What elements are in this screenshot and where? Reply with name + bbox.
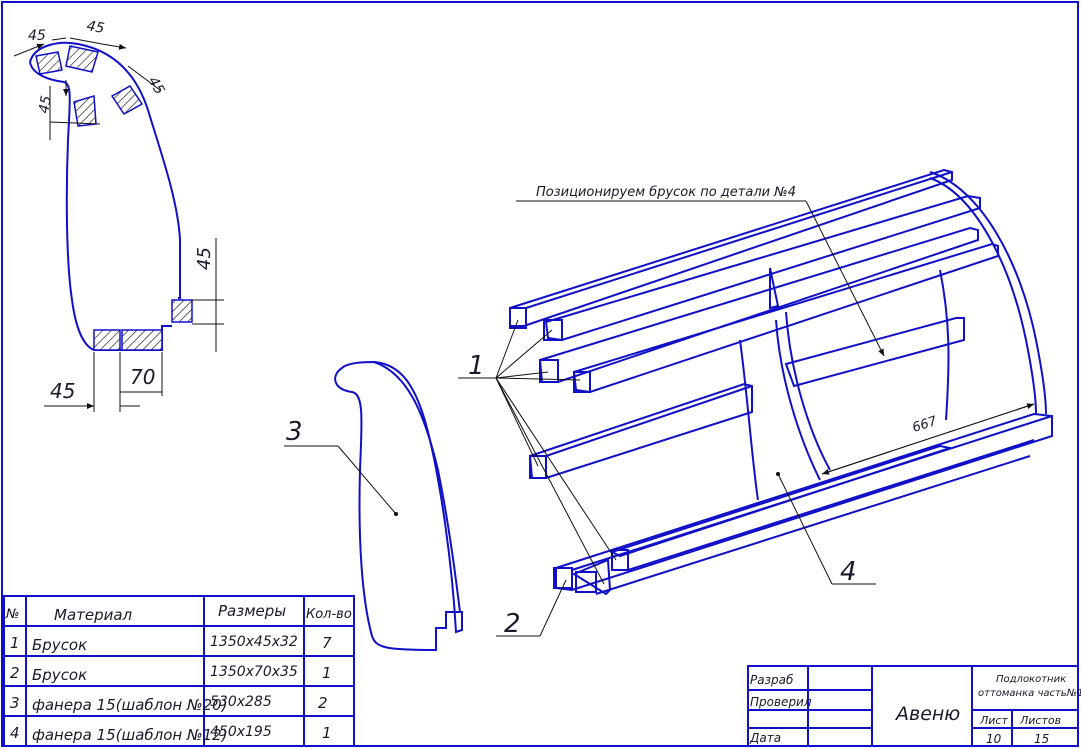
bom-row-2-qty: 1 xyxy=(322,664,332,682)
label-part-1: 1 xyxy=(468,351,485,381)
bom-row-3-qty: 2 xyxy=(318,694,328,712)
dim-45-right: 45 xyxy=(145,74,168,98)
title-sheet-value: 10 xyxy=(986,732,1002,746)
label-part-2: 2 xyxy=(504,609,521,639)
profile-section: 45 45 45 45 45 70 45 xyxy=(13,18,224,412)
profile-bar-7 xyxy=(121,329,163,351)
dim-45-top-left: 45 xyxy=(28,28,46,44)
bom-row-4-size: 450х195 xyxy=(210,724,272,740)
title-sheets-label: Листов xyxy=(1019,714,1061,727)
bom-row-3-num: 3 xyxy=(10,694,20,712)
dim-45-left: 45 xyxy=(36,94,55,114)
label-part-3: 3 xyxy=(286,417,303,447)
title-company: Авеню xyxy=(894,703,960,725)
bom-header-material: Материал xyxy=(54,606,133,624)
bom-row-1-size: 1350х45х32 xyxy=(210,634,298,650)
part-3-template xyxy=(284,360,463,652)
bom-row-2-size: 1350х70х35 xyxy=(210,664,298,680)
bom-row-2-num: 2 xyxy=(10,664,20,682)
title-checked-label: Проверил xyxy=(750,695,812,709)
bom-row-3-material: фанера 15(шаблон №20) xyxy=(32,696,228,714)
dim-70: 70 xyxy=(130,365,155,389)
bom-row-3-size: 530х285 xyxy=(210,694,272,710)
bom-header-size: Размеры xyxy=(218,602,286,620)
bom-row-1-num: 1 xyxy=(10,634,20,652)
bom-row-4-num: 4 xyxy=(10,724,20,742)
bom-row-2-material: Брусок xyxy=(32,666,87,684)
title-line-1: Подлокотник xyxy=(996,674,1066,685)
bom-row-1-qty: 7 xyxy=(322,634,332,652)
title-sheets-value: 15 xyxy=(1034,732,1049,746)
dim-45-vertical: 45 xyxy=(194,247,215,270)
bom-header-num: № xyxy=(5,607,20,622)
title-date-label: Дата xyxy=(749,731,781,745)
title-block xyxy=(747,665,1079,747)
profile-dimensions xyxy=(13,37,224,412)
bom-row-4-qty: 1 xyxy=(322,724,332,742)
dim-45-top-mid: 45 xyxy=(85,18,105,37)
profile-bar-6 xyxy=(93,329,121,351)
profile-bar-1 xyxy=(35,51,63,75)
bom-row-1-material: Брусок xyxy=(32,636,87,654)
title-sheet-label: Лист xyxy=(979,714,1008,727)
profile-bar-2 xyxy=(65,45,99,73)
bom-table xyxy=(3,595,355,747)
bom-row-4-material: фанера 15(шаблон №12) xyxy=(32,726,228,744)
callout-note: Позиционируем брусок по детали №4 xyxy=(536,185,796,200)
assembly-view xyxy=(458,168,1053,637)
profile-bar-5 xyxy=(171,299,193,323)
label-part-4: 4 xyxy=(840,557,857,587)
title-line-2: оттоманка часть№1 xyxy=(978,688,1081,699)
dimension-667: 667 xyxy=(911,414,940,436)
profile-bar-4 xyxy=(73,95,97,127)
bom-header-qty: Кол-во xyxy=(306,607,352,622)
profile-bar-3 xyxy=(110,85,144,115)
title-developed-label: Разраб xyxy=(750,673,794,687)
dim-45-bottom: 45 xyxy=(50,379,75,403)
